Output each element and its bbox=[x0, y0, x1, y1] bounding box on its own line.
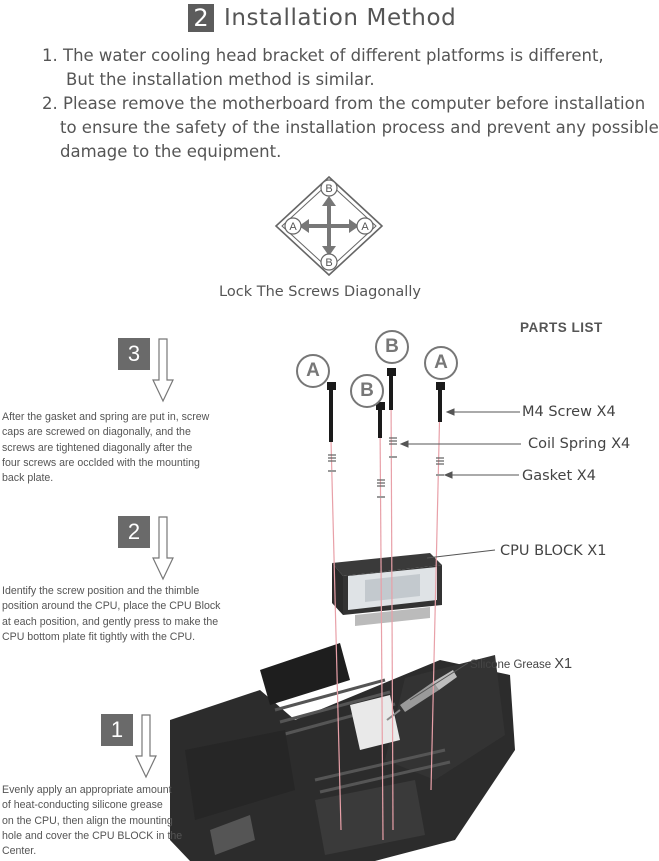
down-arrow-icon bbox=[135, 714, 157, 779]
step-line: four screws are occlded with the mountin… bbox=[2, 456, 200, 469]
step-2-description: Identify the screw position and the thim… bbox=[2, 584, 220, 645]
screw-position-a: A bbox=[296, 354, 330, 388]
intro-line: But the installation method is similar. bbox=[66, 70, 375, 89]
intro-line: 2. Please remove the motherboard from th… bbox=[42, 94, 646, 113]
intro-text: 1. The water cooling head bracket of dif… bbox=[42, 44, 659, 164]
section-heading: Installation Method bbox=[224, 5, 457, 31]
grease-name: Silicone Grease bbox=[470, 659, 552, 671]
diagram-label-right: A bbox=[361, 221, 369, 233]
diagram-caption: Lock The Screws Diagonally bbox=[219, 284, 421, 300]
step-line: back plate. bbox=[2, 472, 54, 485]
grease-quantity: X1 bbox=[554, 656, 573, 672]
gasket-image bbox=[328, 456, 444, 498]
assembly-illustration bbox=[170, 368, 521, 861]
down-arrow-icon bbox=[152, 338, 174, 403]
step-1-description: Evenly apply an appropriate amount of he… bbox=[2, 783, 182, 859]
diagram-label-bottom: B bbox=[325, 257, 332, 269]
cross-arrows-icon bbox=[299, 196, 359, 256]
intro-line: to ensure the safety of the installation… bbox=[60, 118, 659, 137]
diagonal-lock-diagram: B B A A bbox=[274, 175, 384, 277]
step-line: hole and cover the CPU BLOCK in the bbox=[2, 829, 183, 842]
diagram-label-left: A bbox=[289, 221, 297, 233]
step-line: Evenly apply an appropriate amount bbox=[2, 784, 172, 796]
screw-position-b: B bbox=[375, 330, 409, 364]
step-1-header: 1 bbox=[101, 714, 157, 779]
step-2-number: 2 bbox=[118, 516, 150, 548]
down-arrow-icon bbox=[152, 516, 174, 581]
step-line: Identify the screw position and the thim… bbox=[2, 585, 200, 597]
step-line: caps are screwed on diagonally, and the bbox=[2, 426, 191, 439]
step-line: at each position, and gently press to ma… bbox=[2, 615, 219, 628]
part-label-screw: M4 Screw X4 bbox=[522, 404, 616, 420]
step-line: on the CPU, then align the mounting bbox=[2, 814, 173, 827]
spring-image bbox=[328, 437, 444, 487]
screw-position-a: A bbox=[424, 346, 458, 380]
part-label-cpu-block: CPU BLOCK X1 bbox=[500, 543, 607, 559]
screw-image bbox=[327, 368, 445, 442]
section-number: 2 bbox=[188, 4, 214, 32]
step-line: position around the CPU, place the CPU B… bbox=[2, 600, 221, 613]
step-line: of heat-conducting silicone grease bbox=[2, 799, 163, 812]
step-3-description: After the gasket and spring are put in, … bbox=[2, 410, 209, 486]
step-line: Center. bbox=[2, 845, 37, 858]
step-1-number: 1 bbox=[101, 714, 133, 746]
section-title: 2 Installation Method bbox=[188, 3, 456, 33]
intro-line: damage to the equipment. bbox=[60, 142, 282, 161]
step-3-header: 3 bbox=[118, 338, 174, 403]
step-3-number: 3 bbox=[118, 338, 150, 370]
step-line: CPU bottom plate fit tightly with the CP… bbox=[2, 630, 196, 643]
parts-list-title: PARTS LIST bbox=[520, 320, 603, 335]
cpu-block-image bbox=[332, 553, 442, 626]
step-line: screws are tightened diagonally after th… bbox=[2, 441, 193, 454]
motherboard-image bbox=[170, 643, 515, 861]
step-2-header: 2 bbox=[118, 516, 174, 581]
screw-position-b: B bbox=[350, 374, 384, 408]
part-label-grease: Silicone Grease X1 bbox=[470, 656, 572, 672]
grease-syringe-image bbox=[386, 670, 457, 721]
part-label-gasket: Gasket X4 bbox=[522, 468, 596, 484]
diagram-label-top: B bbox=[325, 183, 332, 195]
intro-line: 1. The water cooling head bracket of dif… bbox=[42, 46, 604, 65]
step-line: After the gasket and spring are put in, … bbox=[2, 411, 210, 423]
part-label-spring: Coil Spring X4 bbox=[528, 436, 631, 452]
